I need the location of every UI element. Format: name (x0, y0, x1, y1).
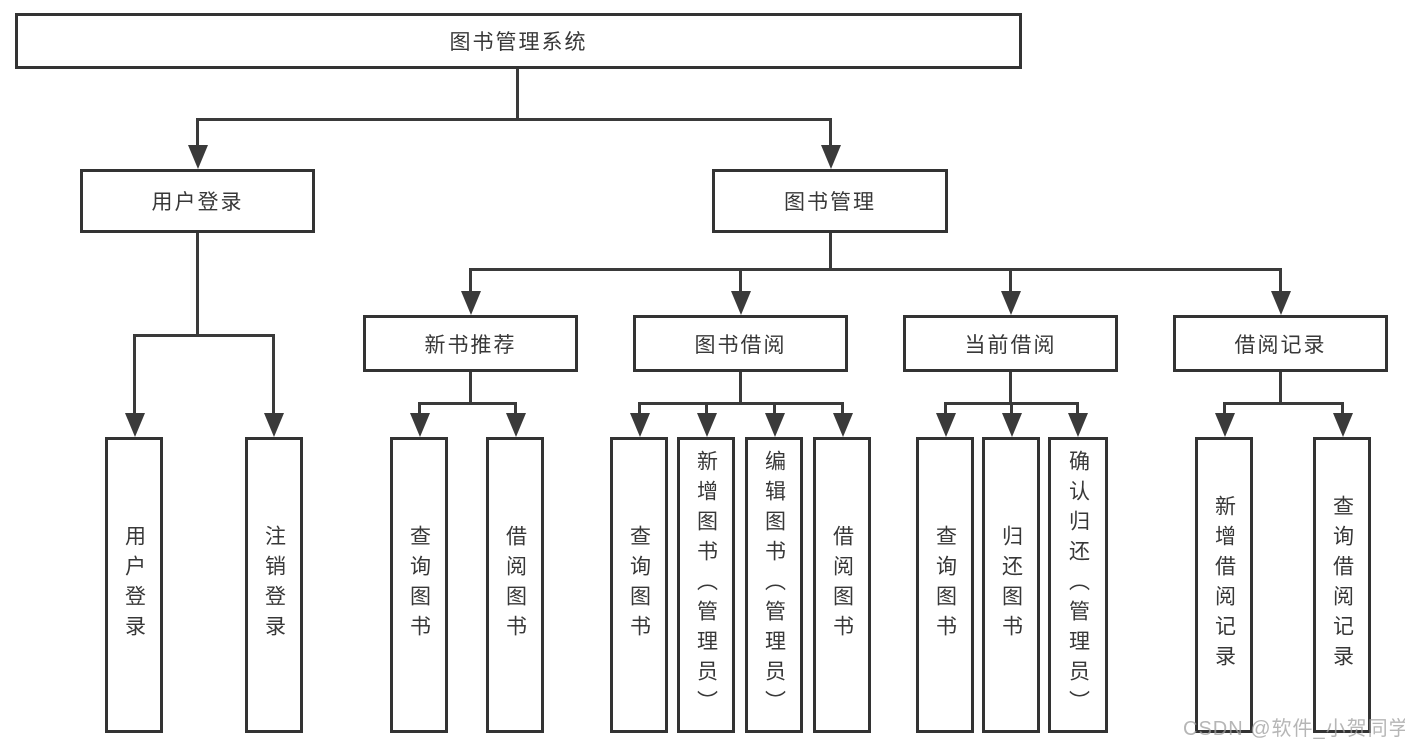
leaf-label: 查询图书 (933, 525, 957, 645)
connector-level1-hline (196, 118, 832, 121)
node-label: 当前借阅 (964, 333, 1057, 357)
connector-borrow-records-stem (1279, 372, 1282, 405)
leaf-bb-add-book-admin: 新增图书（管理员） (677, 437, 735, 733)
leaf-label: 编辑图书（管理员） (762, 450, 786, 720)
leaf-label: 查询图书 (627, 525, 651, 645)
node-label: 用户登录 (151, 191, 244, 214)
arrowhead-borrow-records (1271, 291, 1291, 315)
leaf-label: 查询图书 (407, 525, 431, 645)
node-label: 借阅记录 (1234, 333, 1327, 357)
connector-user-login-hline (133, 334, 275, 337)
connector-current-borrow-stem (1009, 372, 1012, 405)
arrowhead-book-borrow (731, 291, 751, 315)
node-label: 图书管理系统 (449, 31, 588, 54)
node-label: 图书管理 (784, 191, 876, 214)
arrowhead-cb-query (936, 413, 956, 437)
connector-drop-leaf-login (133, 334, 136, 416)
connector-drop-leaf-logout (272, 334, 275, 416)
connector-book-management-stem (829, 233, 832, 271)
node-label: 新书推荐 (424, 333, 517, 357)
connector-drop-cb-return (1010, 402, 1013, 415)
node-book-management: 图书管理 (712, 169, 948, 233)
connector-drop-book-management (829, 118, 832, 148)
node-label: 图书借阅 (694, 333, 787, 357)
leaf-bb-borrow-books: 借阅图书 (813, 437, 871, 733)
connector-drop-book-borrow (739, 268, 742, 292)
leaf-label: 注销登录 (262, 525, 286, 645)
leaf-label: 用户登录 (122, 525, 146, 645)
leaf-label: 确认归还（管理员） (1066, 450, 1090, 720)
connector-drop-br-query (1341, 402, 1344, 415)
node-borrow-records: 借阅记录 (1173, 315, 1388, 372)
arrowhead-bb-edit (765, 413, 785, 437)
connector-drop-br-add (1223, 402, 1226, 415)
connector-drop-current-borrow (1009, 268, 1012, 292)
leaf-label: 借阅图书 (830, 525, 854, 645)
leaf-cb-confirm-return-admin: 确认归还（管理员） (1048, 437, 1108, 733)
node-current-borrow: 当前借阅 (903, 315, 1118, 372)
node-new-book-recommend: 新书推荐 (363, 315, 578, 372)
arrowhead-bb-add (697, 413, 717, 437)
arrowhead-nb-query (410, 413, 430, 437)
arrowhead-cb-confirm (1068, 413, 1088, 437)
arrowhead-current-borrow (1001, 291, 1021, 315)
leaf-bb-query-books: 查询图书 (610, 437, 668, 733)
leaf-br-query-record: 查询借阅记录 (1313, 437, 1371, 733)
connector-drop-bb-edit (773, 402, 776, 415)
leaf-logout: 注销登录 (245, 437, 303, 733)
leaf-label: 归还图书 (999, 525, 1023, 645)
arrowhead-leaf-logout (264, 413, 284, 437)
node-book-borrow: 图书借阅 (633, 315, 848, 372)
connector-drop-nb-borrow (514, 402, 517, 415)
connector-drop-borrow-records (1279, 268, 1282, 292)
connector-drop-cb-confirm (1076, 402, 1079, 415)
leaf-label: 借阅图书 (503, 525, 527, 645)
arrowhead-nb-borrow (506, 413, 526, 437)
connector-book-borrow-hline (638, 402, 844, 405)
csdn-watermark: CSDN @软件_小贺同学 (1183, 718, 1405, 740)
connector-level3-hline (469, 268, 1282, 271)
leaf-cb-return-books: 归还图书 (982, 437, 1040, 733)
node-library-management-system: 图书管理系统 (15, 13, 1022, 69)
connector-user-login-stem (196, 233, 199, 336)
connector-root-stem (516, 68, 519, 121)
connector-drop-user-login (196, 118, 199, 148)
connector-borrow-records-hline (1223, 402, 1344, 405)
arrowhead-user-login (188, 145, 208, 169)
connector-drop-bb-borrow (841, 402, 844, 415)
arrowhead-new-books (461, 291, 481, 315)
leaf-user-login: 用户登录 (105, 437, 163, 733)
leaf-bb-edit-book-admin: 编辑图书（管理员） (745, 437, 803, 733)
connector-drop-nb-query (418, 402, 421, 415)
connector-new-books-hline (418, 402, 517, 405)
connector-new-books-stem (469, 372, 472, 405)
arrowhead-leaf-login (125, 413, 145, 437)
arrowhead-book-management (821, 145, 841, 169)
node-user-login: 用户登录 (80, 169, 315, 233)
arrowhead-br-add (1215, 413, 1235, 437)
arrowhead-br-query (1333, 413, 1353, 437)
connector-drop-bb-query (638, 402, 641, 415)
connector-book-borrow-stem (739, 372, 742, 405)
leaf-cb-query-books: 查询图书 (916, 437, 974, 733)
leaf-br-add-record: 新增借阅记录 (1195, 437, 1253, 733)
leaf-label: 新增图书（管理员） (694, 450, 718, 720)
arrowhead-cb-return (1002, 413, 1022, 437)
leaf-nb-borrow-books: 借阅图书 (486, 437, 544, 733)
leaf-label: 新增借阅记录 (1212, 495, 1236, 675)
connector-drop-cb-query (944, 402, 947, 415)
leaf-label: 查询借阅记录 (1330, 495, 1354, 675)
leaf-nb-query-books: 查询图书 (390, 437, 448, 733)
arrowhead-bb-borrow (833, 413, 853, 437)
connector-drop-new-books (469, 268, 472, 292)
arrowhead-bb-query (630, 413, 650, 437)
connector-drop-bb-add (705, 402, 708, 415)
